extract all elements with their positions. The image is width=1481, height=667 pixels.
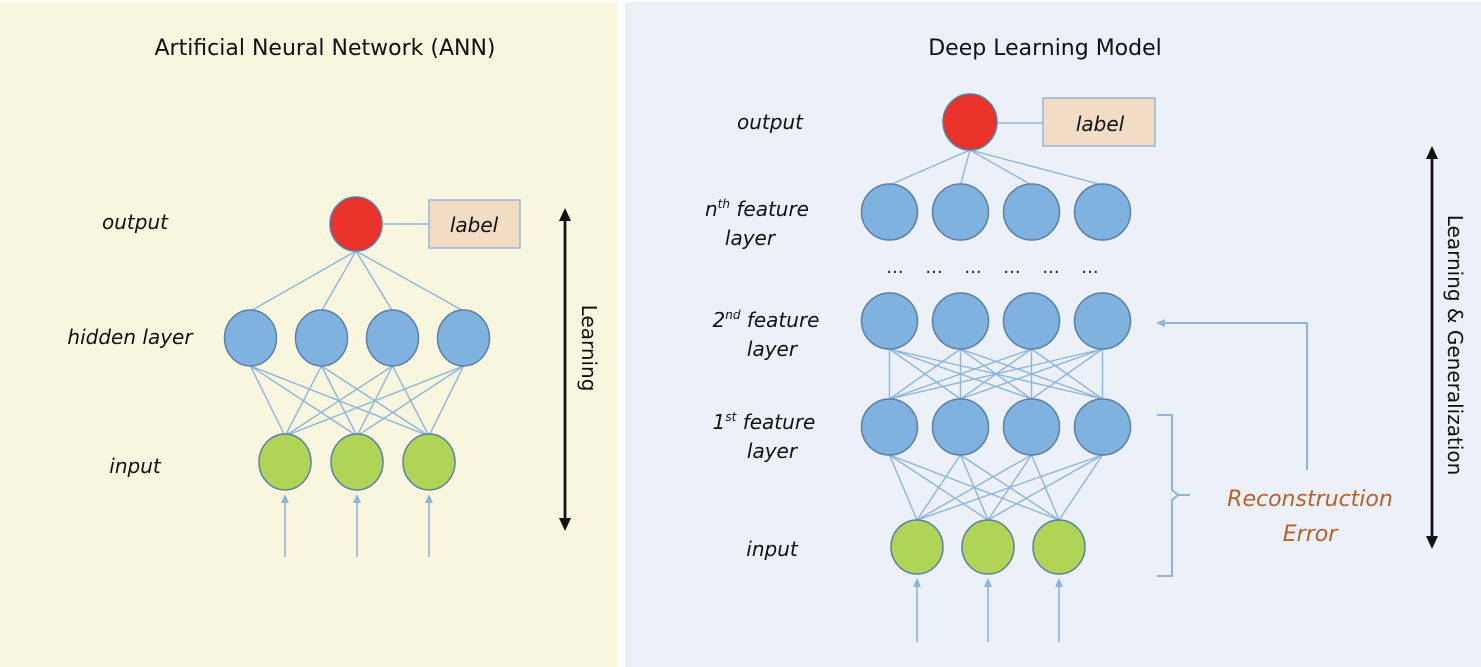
dl-edge-second-first	[889, 348, 961, 400]
dl-input-node	[961, 519, 1015, 575]
ann-edge-hidden-input	[428, 365, 465, 437]
dl-second-rest: feature	[740, 308, 819, 332]
dl-connections	[888, 149, 1104, 521]
dl-input-arrows	[913, 578, 1063, 642]
dl-ellipsis: ...	[886, 257, 903, 278]
dl-edge-first-input	[916, 454, 962, 521]
ann-edge-hidden-input	[249, 365, 286, 437]
dl-second-feature-node	[1073, 292, 1132, 350]
dl-second-feature-node	[860, 292, 919, 350]
dl-input-node	[890, 519, 944, 575]
ann-hidden-node	[223, 309, 278, 367]
ann-output-node	[329, 196, 383, 252]
ann-edge-output-hidden	[250, 250, 357, 312]
reconstruction-brace	[1157, 414, 1190, 577]
dl-input-node	[1032, 519, 1086, 575]
dl-learning-generalization-label: Learning & Generalization	[1443, 215, 1467, 476]
dl-edge-second-first	[960, 348, 1103, 400]
dl-label-box	[1042, 97, 1156, 147]
ann-hidden-node	[436, 309, 491, 367]
ann-input-node	[402, 433, 456, 491]
ann-input-node	[330, 433, 384, 491]
dl-nth-rest: feature	[730, 197, 809, 221]
dl-nth-feature-node	[1002, 183, 1061, 241]
dl-edge-second-first	[1031, 348, 1103, 400]
dl-first-feature-node	[860, 398, 919, 456]
ann-edge-output-hidden	[320, 250, 357, 312]
dl-nth-feature-node	[860, 183, 919, 241]
dl-edge-second-first	[889, 348, 1032, 400]
dl-second-sup: nd	[725, 308, 741, 322]
dl-edge-output-nth	[969, 149, 1103, 186]
ann-learning-label: Learning	[577, 305, 601, 392]
reconstruction-error-line1: Reconstruction	[1227, 487, 1393, 512]
dl-nth-sup: th	[718, 197, 730, 211]
ann-label-box-text: label	[450, 213, 499, 237]
ann-input-arrows	[281, 494, 433, 557]
reconstruction-feedback-arrow	[1156, 319, 1308, 470]
ann-edge-output-hidden	[355, 250, 464, 312]
ann-edge-hidden-input	[356, 365, 464, 437]
ann-edge-hidden-input	[284, 365, 393, 437]
dl-edge-output-nth	[889, 149, 971, 186]
ann-edge-hidden-input	[284, 365, 323, 437]
dl-first-feature-node	[931, 398, 990, 456]
dl-edge-second-first	[889, 348, 1103, 400]
ann-edge-hidden-input	[284, 365, 464, 437]
dl-nth-prefix: n	[705, 197, 718, 221]
ann-hidden-node	[294, 309, 349, 367]
dl-first-sup: st	[725, 410, 737, 424]
dl-second-feature-node	[931, 292, 990, 350]
dl-nth-feature-label: nth feature	[705, 197, 809, 221]
dl-edge-first-input	[987, 454, 1103, 521]
dl-edge-first-input	[916, 454, 1103, 521]
dl-ellipsis: ...	[1003, 257, 1020, 278]
dl-second-prefix: 2	[713, 308, 726, 332]
dl-edge-output-nth	[969, 149, 1032, 186]
dl-second-feature-label: 2nd feature	[713, 308, 820, 332]
reconstruction-error-line2: Error	[1283, 522, 1339, 547]
dl-label-box-text: label	[1076, 112, 1125, 136]
dl-nodes	[860, 93, 1132, 575]
dl-edge-output-nth	[959, 149, 971, 186]
ann-nodes	[223, 196, 491, 491]
dl-output-label: output	[737, 110, 804, 134]
dl-output-node	[942, 93, 998, 151]
dl-edge-first-input	[1058, 454, 1104, 521]
dl-nth-feature-node	[1073, 183, 1132, 241]
dl-first-feature-label: 1st feature	[713, 410, 816, 434]
dl-edge-first-input	[916, 454, 1032, 521]
dl-ellipsis: ...	[925, 257, 942, 278]
ann-hidden-node	[365, 309, 420, 367]
ann-hidden-layer-label: hidden layer	[67, 325, 194, 349]
ann-label-box	[428, 199, 521, 249]
dl-nth-layer-line2: layer	[725, 226, 777, 250]
dl-first-feature-node	[1073, 398, 1132, 456]
dl-second-feature-node	[1002, 292, 1061, 350]
dl-second-layer-line2: layer	[747, 337, 799, 361]
dl-ellipsis: ...	[1042, 257, 1059, 278]
dl-first-feature-node	[1002, 398, 1061, 456]
ann-output-label: output	[102, 210, 169, 234]
dl-ellipsis-row: ..................	[886, 257, 1098, 278]
dl-title: Deep Learning Model	[928, 36, 1162, 61]
dl-input-label: input	[746, 537, 799, 561]
ann-title: Artificial Neural Network (ANN)	[154, 36, 495, 61]
ann-edge-output-hidden	[355, 250, 394, 312]
ann-input-label: input	[109, 454, 162, 478]
dl-ellipsis: ...	[1081, 257, 1098, 278]
dl-first-rest: feature	[736, 410, 815, 434]
dl-nth-feature-node	[931, 183, 990, 241]
ann-connections	[249, 250, 465, 437]
dl-ellipsis: ...	[964, 257, 981, 278]
dl-first-layer-line2: layer	[747, 439, 799, 463]
dl-edge-first-input	[888, 454, 918, 521]
dl-first-prefix: 1	[713, 410, 726, 434]
ann-input-node	[258, 433, 312, 491]
